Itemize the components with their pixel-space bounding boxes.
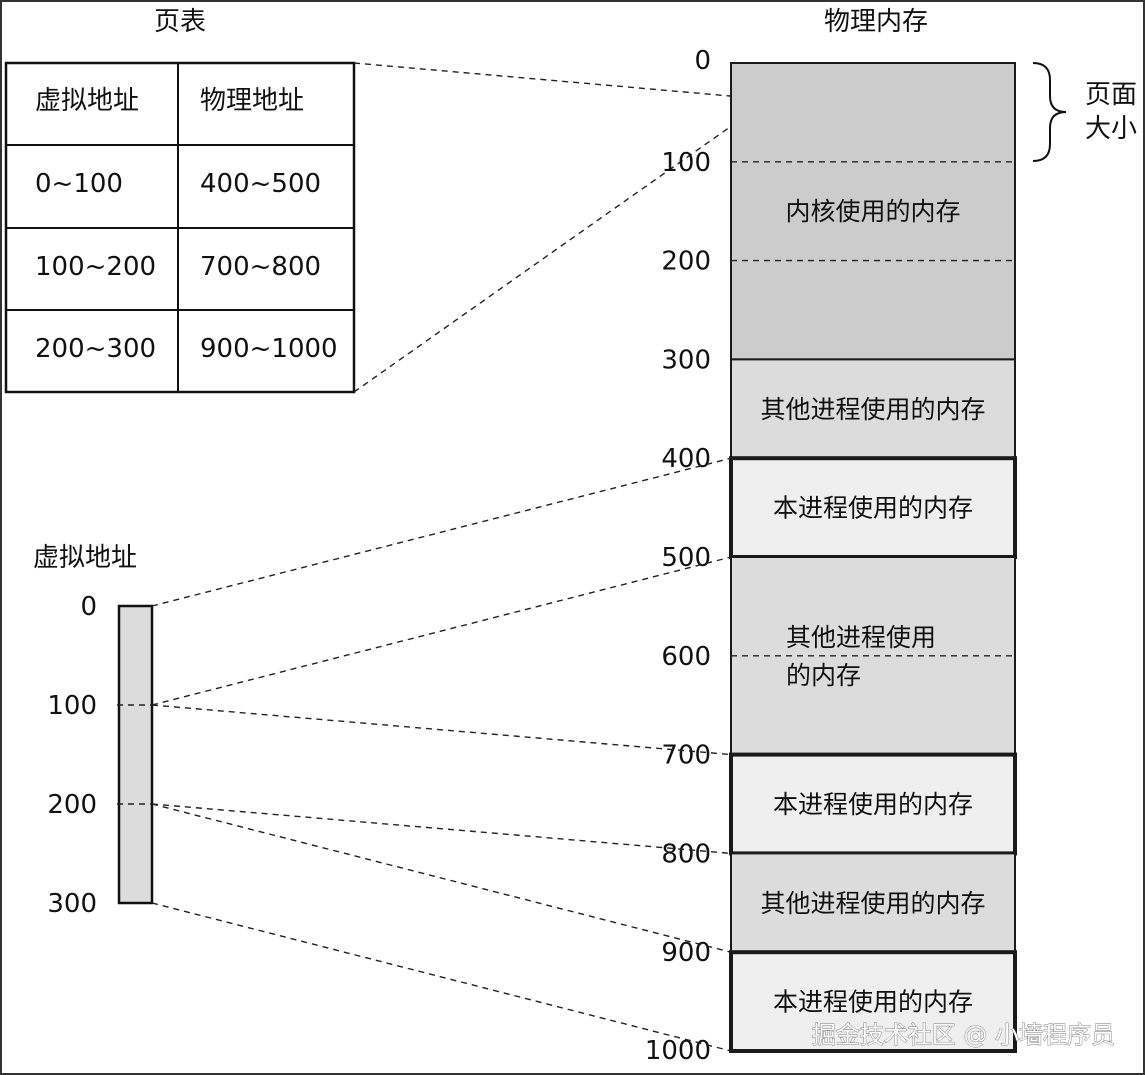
- physical-tick-label: 200: [661, 247, 711, 277]
- physical-tick-label: 900: [661, 938, 711, 968]
- memory-segment-label: 本进程使用的内存: [773, 494, 973, 523]
- address-mapping-line: [151, 457, 732, 607]
- memory-segment-self: [729, 456, 1017, 560]
- virtual-tick-label: 0: [80, 592, 97, 622]
- mapping-lines: [117, 457, 732, 1052]
- page-table-cell: 0~100: [35, 169, 123, 199]
- virtual-memory-bar: [117, 604, 154, 905]
- page-table-cell: 100~200: [35, 252, 156, 282]
- virtual-memory-column: 0 100 200 300: [47, 592, 154, 919]
- page-table-cell: 900~1000: [200, 334, 338, 364]
- page-table-title: 页表: [154, 7, 206, 37]
- physical-memory-column: 内核使用的内存其他进程使用的内存本进程使用的内存其他进程使用的内存本进程使用的内…: [729, 62, 1017, 1054]
- address-mapping-line: [151, 803, 732, 953]
- page-table-pointer-line: [353, 62, 731, 97]
- physical-tick-label: 300: [661, 345, 711, 375]
- page-size-brace: [1032, 62, 1067, 162]
- memory-segment-label: 其他进程使用的内存: [760, 889, 985, 918]
- page-table-cell: 200~300: [35, 334, 156, 364]
- memory-segment-self: [729, 950, 1017, 1054]
- address-mapping-line: [151, 704, 732, 756]
- virtual-tick-label: 100: [47, 691, 97, 721]
- memory-segment-label: 的内存: [786, 661, 861, 690]
- physical-tick-label: 800: [661, 839, 711, 869]
- page-table-cell: 400~500: [200, 169, 321, 199]
- memory-segment-label: 本进程使用的内存: [773, 790, 973, 819]
- watermark: 掘金技术社区 @ 小墙程序员: [812, 1021, 1115, 1049]
- page-size-label-line2: 大小: [1085, 114, 1137, 144]
- address-mapping-line: [151, 556, 732, 706]
- memory-segment-label: 本进程使用的内存: [773, 988, 973, 1017]
- virtual-tick-label: 300: [47, 889, 97, 919]
- physical-tick-label: 100: [661, 148, 711, 178]
- address-mapping-line: [151, 803, 732, 855]
- physical-memory-title: 物理内存: [824, 7, 928, 37]
- page-table-header-physical: 物理地址: [200, 86, 304, 116]
- memory-segment-other: [730, 852, 1016, 954]
- physical-tick-label: 1000: [645, 1036, 711, 1066]
- memory-segment-label: 其他进程使用的内存: [760, 395, 985, 424]
- memory-segment-other: [730, 358, 1016, 460]
- physical-tick-label: 600: [661, 642, 711, 672]
- virtual-tick-label: 200: [47, 790, 97, 820]
- memory-segment-self: [729, 752, 1017, 856]
- page-table: 页表 虚拟地址 物理地址 0~100 400~500 100~200 700~8…: [4, 7, 356, 394]
- memory-segment-label: 内核使用的内存: [785, 197, 960, 226]
- page-table-header-virtual: 虚拟地址: [35, 86, 139, 116]
- memory-segment-label: 其他进程使用: [786, 623, 936, 652]
- memory-segment-other: [730, 556, 1016, 756]
- page-size-label-line1: 页面: [1085, 80, 1137, 110]
- physical-tick-label: 700: [661, 741, 711, 771]
- page-table-cell: 700~800: [200, 252, 321, 282]
- virtual-memory-title: 虚拟地址: [33, 543, 137, 573]
- physical-tick-label: 0: [694, 46, 711, 76]
- address-mapping-line: [151, 902, 732, 1052]
